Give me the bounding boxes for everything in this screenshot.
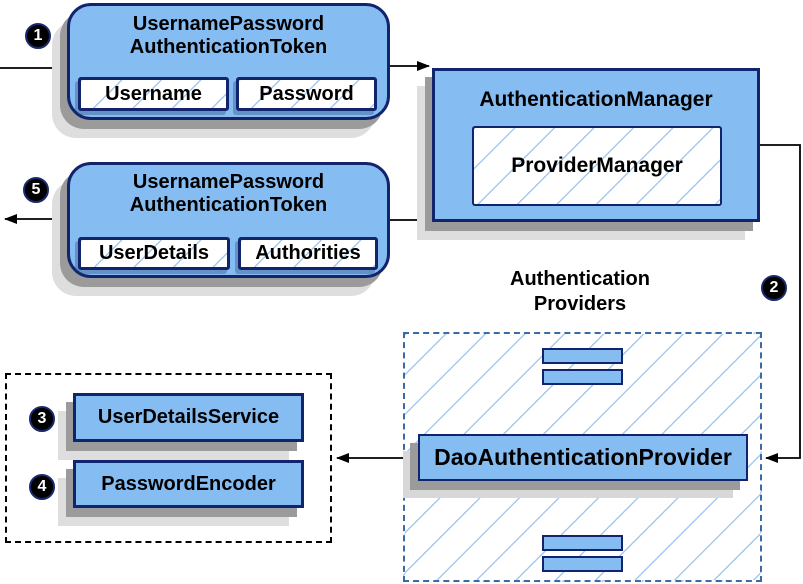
providers-heading-line1: Authentication bbox=[510, 268, 650, 290]
token-request-title-line1: UsernamePassword bbox=[132, 13, 325, 35]
field-userdetails: UserDetails bbox=[78, 237, 230, 270]
token-request-title: UsernamePassword AuthenticationToken bbox=[70, 13, 387, 59]
token-request-title-line2: AuthenticationToken bbox=[129, 36, 328, 58]
dao-authentication-provider-box: DaoAuthenticationProvider bbox=[418, 434, 748, 481]
providers-heading-line2: Providers bbox=[533, 293, 627, 315]
user-details-service-box: UserDetailsService bbox=[73, 393, 304, 442]
step-4-badge: 4 bbox=[29, 474, 55, 500]
token-response-title: UsernamePassword AuthenticationToken bbox=[70, 171, 387, 217]
arrow-authmanager-to-dao bbox=[759, 144, 801, 463]
step-3-badge: 3 bbox=[29, 406, 55, 432]
auth-manager-box: AuthenticationManager ProviderManager bbox=[432, 68, 760, 222]
token-response-title-line2: AuthenticationToken bbox=[129, 194, 328, 216]
provider-manager-box: ProviderManager bbox=[472, 126, 722, 206]
step-5-badge: 5 bbox=[23, 177, 49, 203]
field-password: Password bbox=[236, 77, 377, 111]
password-encoder-box: PasswordEncoder bbox=[73, 460, 304, 508]
providers-heading: Authentication Providers bbox=[430, 267, 730, 317]
provider-bar-bottom-1 bbox=[542, 535, 623, 551]
token-response-box: UsernamePassword AuthenticationToken Use… bbox=[67, 162, 390, 278]
field-authorities: Authorities bbox=[238, 237, 378, 270]
provider-bar-top-1 bbox=[542, 348, 623, 364]
token-request-box: UsernamePassword AuthenticationToken Use… bbox=[67, 3, 390, 120]
step-2-badge: 2 bbox=[761, 275, 787, 301]
step-1-badge: 1 bbox=[25, 23, 51, 49]
provider-bar-top-2 bbox=[542, 369, 623, 385]
auth-manager-title: AuthenticationManager bbox=[479, 88, 713, 111]
token-response-title-line1: UsernamePassword bbox=[132, 171, 325, 193]
field-username: Username bbox=[78, 77, 229, 111]
provider-bar-bottom-2 bbox=[542, 556, 623, 572]
